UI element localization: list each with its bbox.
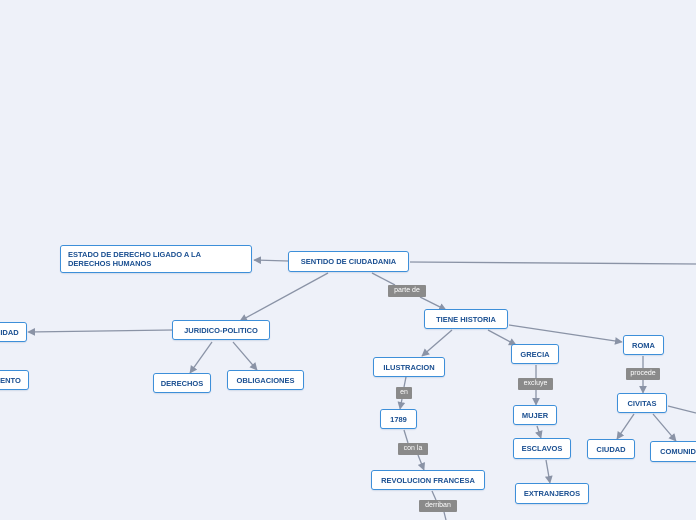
node-ciudad[interactable]: CIUDAD: [587, 439, 635, 459]
node-1789[interactable]: 1789: [380, 409, 417, 429]
edge-tiene-grecia: [487, 329, 517, 346]
node-mujer[interactable]: MUJER: [513, 405, 557, 425]
edge-civitas-right: [667, 405, 696, 414]
edge-juridico-derechos: [189, 341, 213, 374]
node-civitas[interactable]: CIVITAS: [617, 393, 667, 413]
node-ento-partial[interactable]: ENTO: [0, 370, 29, 390]
edge-en-1789: [397, 398, 406, 410]
node-roma[interactable]: ROMA: [623, 335, 664, 355]
edge-partede-tiene: [419, 296, 447, 311]
node-derechos[interactable]: DERECHOS: [153, 373, 211, 393]
node-obligaciones[interactable]: OBLIGACIONES: [227, 370, 304, 390]
edge-juridico-obligaciones: [232, 341, 258, 371]
node-sentido-de-ciudadania[interactable]: SENTIDO DE CIUDADANIA: [288, 251, 409, 272]
tag-excluye: excluye: [518, 378, 553, 390]
edge-civitas-ciudad: [616, 413, 635, 440]
edge-tiene-ilustracion: [421, 329, 453, 357]
edge-esclavos-extranjeros: [544, 459, 553, 484]
edge-mujer-esclavos: [535, 425, 543, 439]
node-ilustracion[interactable]: ILUSTRACION: [373, 357, 445, 377]
node-revolucion-francesa[interactable]: REVOLUCION FRANCESA: [371, 470, 485, 490]
edge-sentido-right: [409, 261, 696, 265]
edge-tiene-roma: [508, 324, 623, 345]
node-comunid-partial[interactable]: COMUNID: [650, 441, 696, 462]
tag-procede: procede: [626, 368, 660, 380]
node-esclavos[interactable]: ESCLAVOS: [513, 438, 571, 459]
tag-derriban: derriban: [419, 500, 457, 512]
tag-en: en: [396, 387, 412, 399]
node-extranjeros[interactable]: EXTRANJEROS: [515, 483, 589, 504]
edge-derriban-down: [443, 511, 447, 520]
tag-parte-de: parte de: [388, 285, 426, 297]
node-juridico-politico[interactable]: JURIDICO-POLITICO: [172, 320, 270, 340]
edge-sentido-partede: [371, 272, 396, 286]
edge-revolucion-derriban: [431, 490, 437, 501]
edge-sentido-juridico: [239, 272, 329, 322]
edge-ilustracion-en: [403, 376, 407, 388]
node-grecia[interactable]: GRECIA: [511, 344, 559, 364]
node-tiene-historia[interactable]: TIENE HISTORIA: [424, 309, 508, 329]
node-idad-partial[interactable]: IDAD: [0, 322, 27, 342]
edge-conla-revolucion: [417, 454, 426, 471]
node-estado-de-derecho[interactable]: ESTADO DE DERECHO LIGADO A LA DERECHOS H…: [60, 245, 252, 273]
edge-sentido-estado: [253, 256, 289, 265]
tag-con-la: con la: [398, 443, 428, 455]
edge-civitas-comunid: [652, 413, 677, 442]
edge-1789-conla: [403, 429, 409, 444]
edge-juridico-idad: [27, 328, 173, 336]
